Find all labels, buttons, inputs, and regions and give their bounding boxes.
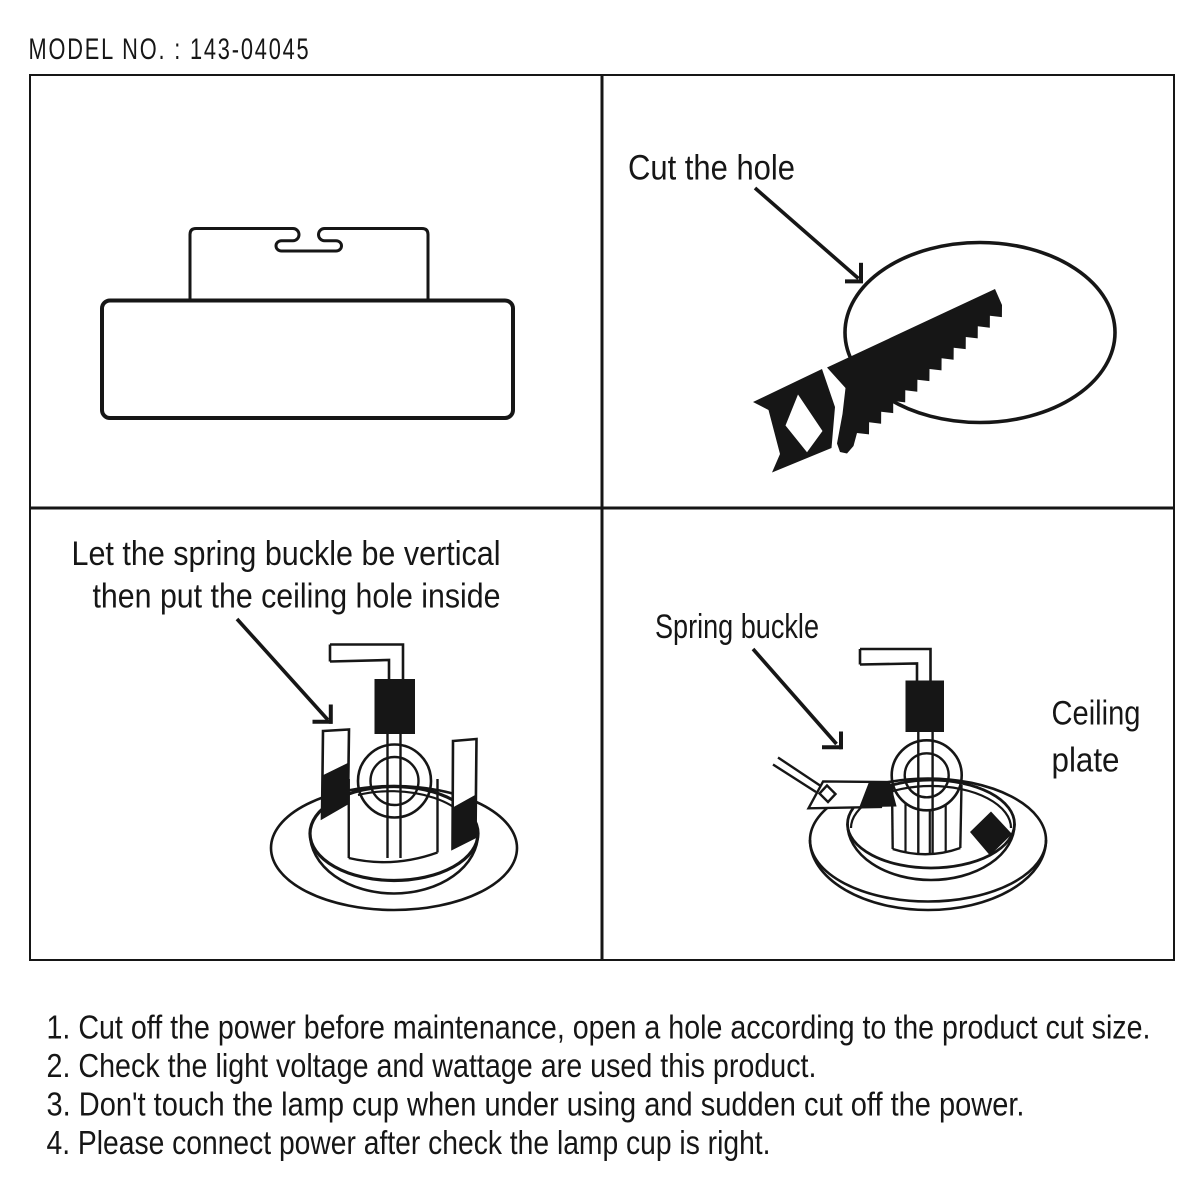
svg-text:3. Don't touch the lamp cup wh: 3. Don't touch the lamp cup when under u… [47, 1087, 1025, 1124]
svg-text:plate: plate [1052, 742, 1120, 780]
svg-text:Spring buckle: Spring buckle [655, 608, 819, 646]
svg-text:1. Cut off the power before ma: 1. Cut off the power before maintenance,… [47, 1010, 1151, 1047]
svg-text:4. Please connect power after: 4. Please connect power after check the … [47, 1125, 771, 1162]
svg-text:then put the ceiling hole insi: then put the ceiling hole inside [93, 578, 501, 616]
svg-text:Let the spring buckle be verti: Let the spring buckle be vertical [72, 535, 501, 573]
svg-text:2. Check the light voltage and: 2. Check the light voltage and wattage a… [47, 1048, 817, 1085]
svg-text:MODEL NO. : 143-04045: MODEL NO. : 143-04045 [29, 33, 311, 66]
svg-text:Ceiling: Ceiling [1052, 695, 1141, 733]
svg-text:Cut the hole: Cut the hole [628, 149, 795, 188]
